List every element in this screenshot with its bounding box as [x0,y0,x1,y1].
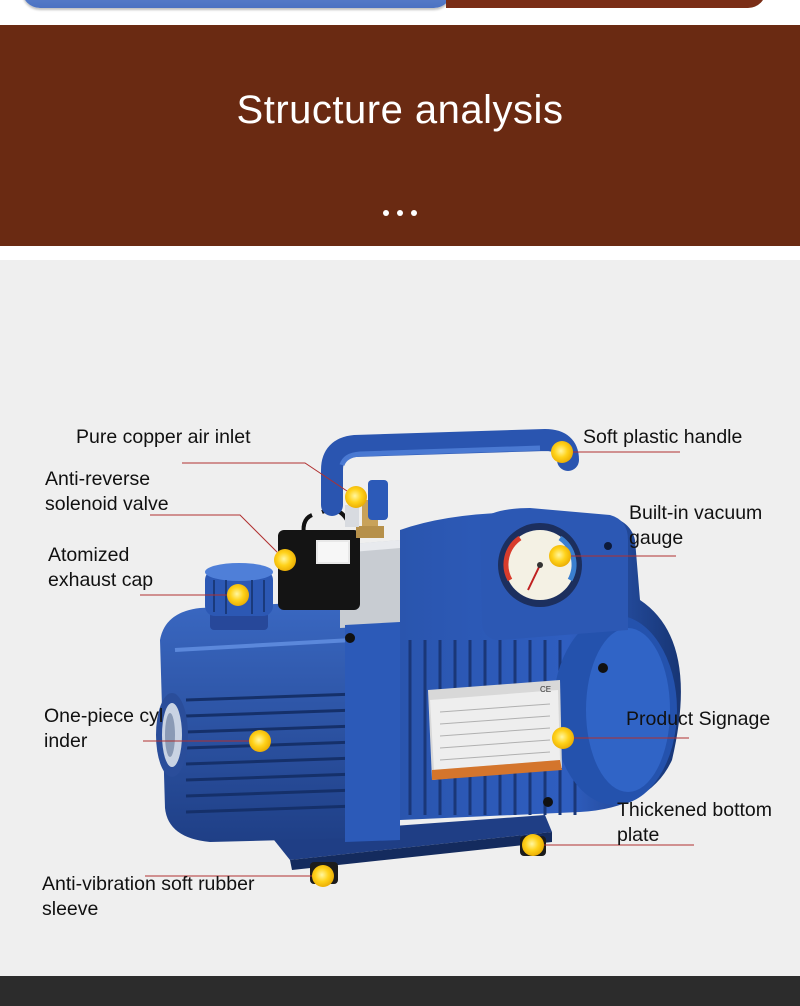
label-cylinder-line2: inder [44,730,88,752]
label-gauge-line2: gauge [629,527,684,549]
dot [411,210,417,216]
label-plate-line1: Thickened bottom [617,799,773,821]
top-strip-brown-edge [446,0,766,8]
label-sleeve-line2: sleeve [42,898,99,920]
label-signage: Product Signage [626,708,771,730]
marker-cylinder [249,730,271,752]
label-solenoid-line2: solenoid valve [45,493,169,515]
top-strip-blue-edge [22,0,452,8]
label-handle: Soft plastic handle [583,426,743,448]
banner-dots [0,203,800,221]
vacuum-gauge [498,523,582,607]
dot [397,210,403,216]
marker-plate [522,834,544,856]
side-plate [345,622,400,842]
marker-exhaust [227,584,249,606]
label-gauge-line1: Built-in vacuum [629,502,763,524]
bottom-bar [0,976,800,1006]
callout-markers [227,441,574,887]
product-nameplate: CE [428,680,562,780]
top-strip [0,0,800,25]
label-sleeve-line1: Anti-vibration soft rubber [42,873,255,895]
label-cylinder-line1: One-piece cyl [44,705,164,727]
marker-gauge [549,545,571,567]
marker-handle [551,441,573,463]
section-banner: Structure analysis [0,25,800,246]
marker-air-inlet [345,486,367,508]
dot [383,210,389,216]
marker-solenoid [274,549,296,571]
cylinder-block [160,600,362,842]
label-solenoid-line1: Anti-reverse [45,468,151,490]
section-gap [0,246,800,260]
marker-sleeve [312,865,334,887]
label-air-inlet: Pure copper air inlet [76,426,251,448]
marker-signage [552,727,574,749]
banner-title: Structure analysis [236,88,564,132]
oil-sight-window [156,693,188,777]
label-exhaust-line2: exhaust cap [48,569,154,591]
leader-lines [140,451,694,877]
solenoid-valve [278,508,360,610]
base-plate [270,815,552,870]
ce-mark: CE [540,685,551,694]
label-exhaust-line1: Atomized [48,544,130,566]
label-plate-line2: plate [617,824,660,846]
